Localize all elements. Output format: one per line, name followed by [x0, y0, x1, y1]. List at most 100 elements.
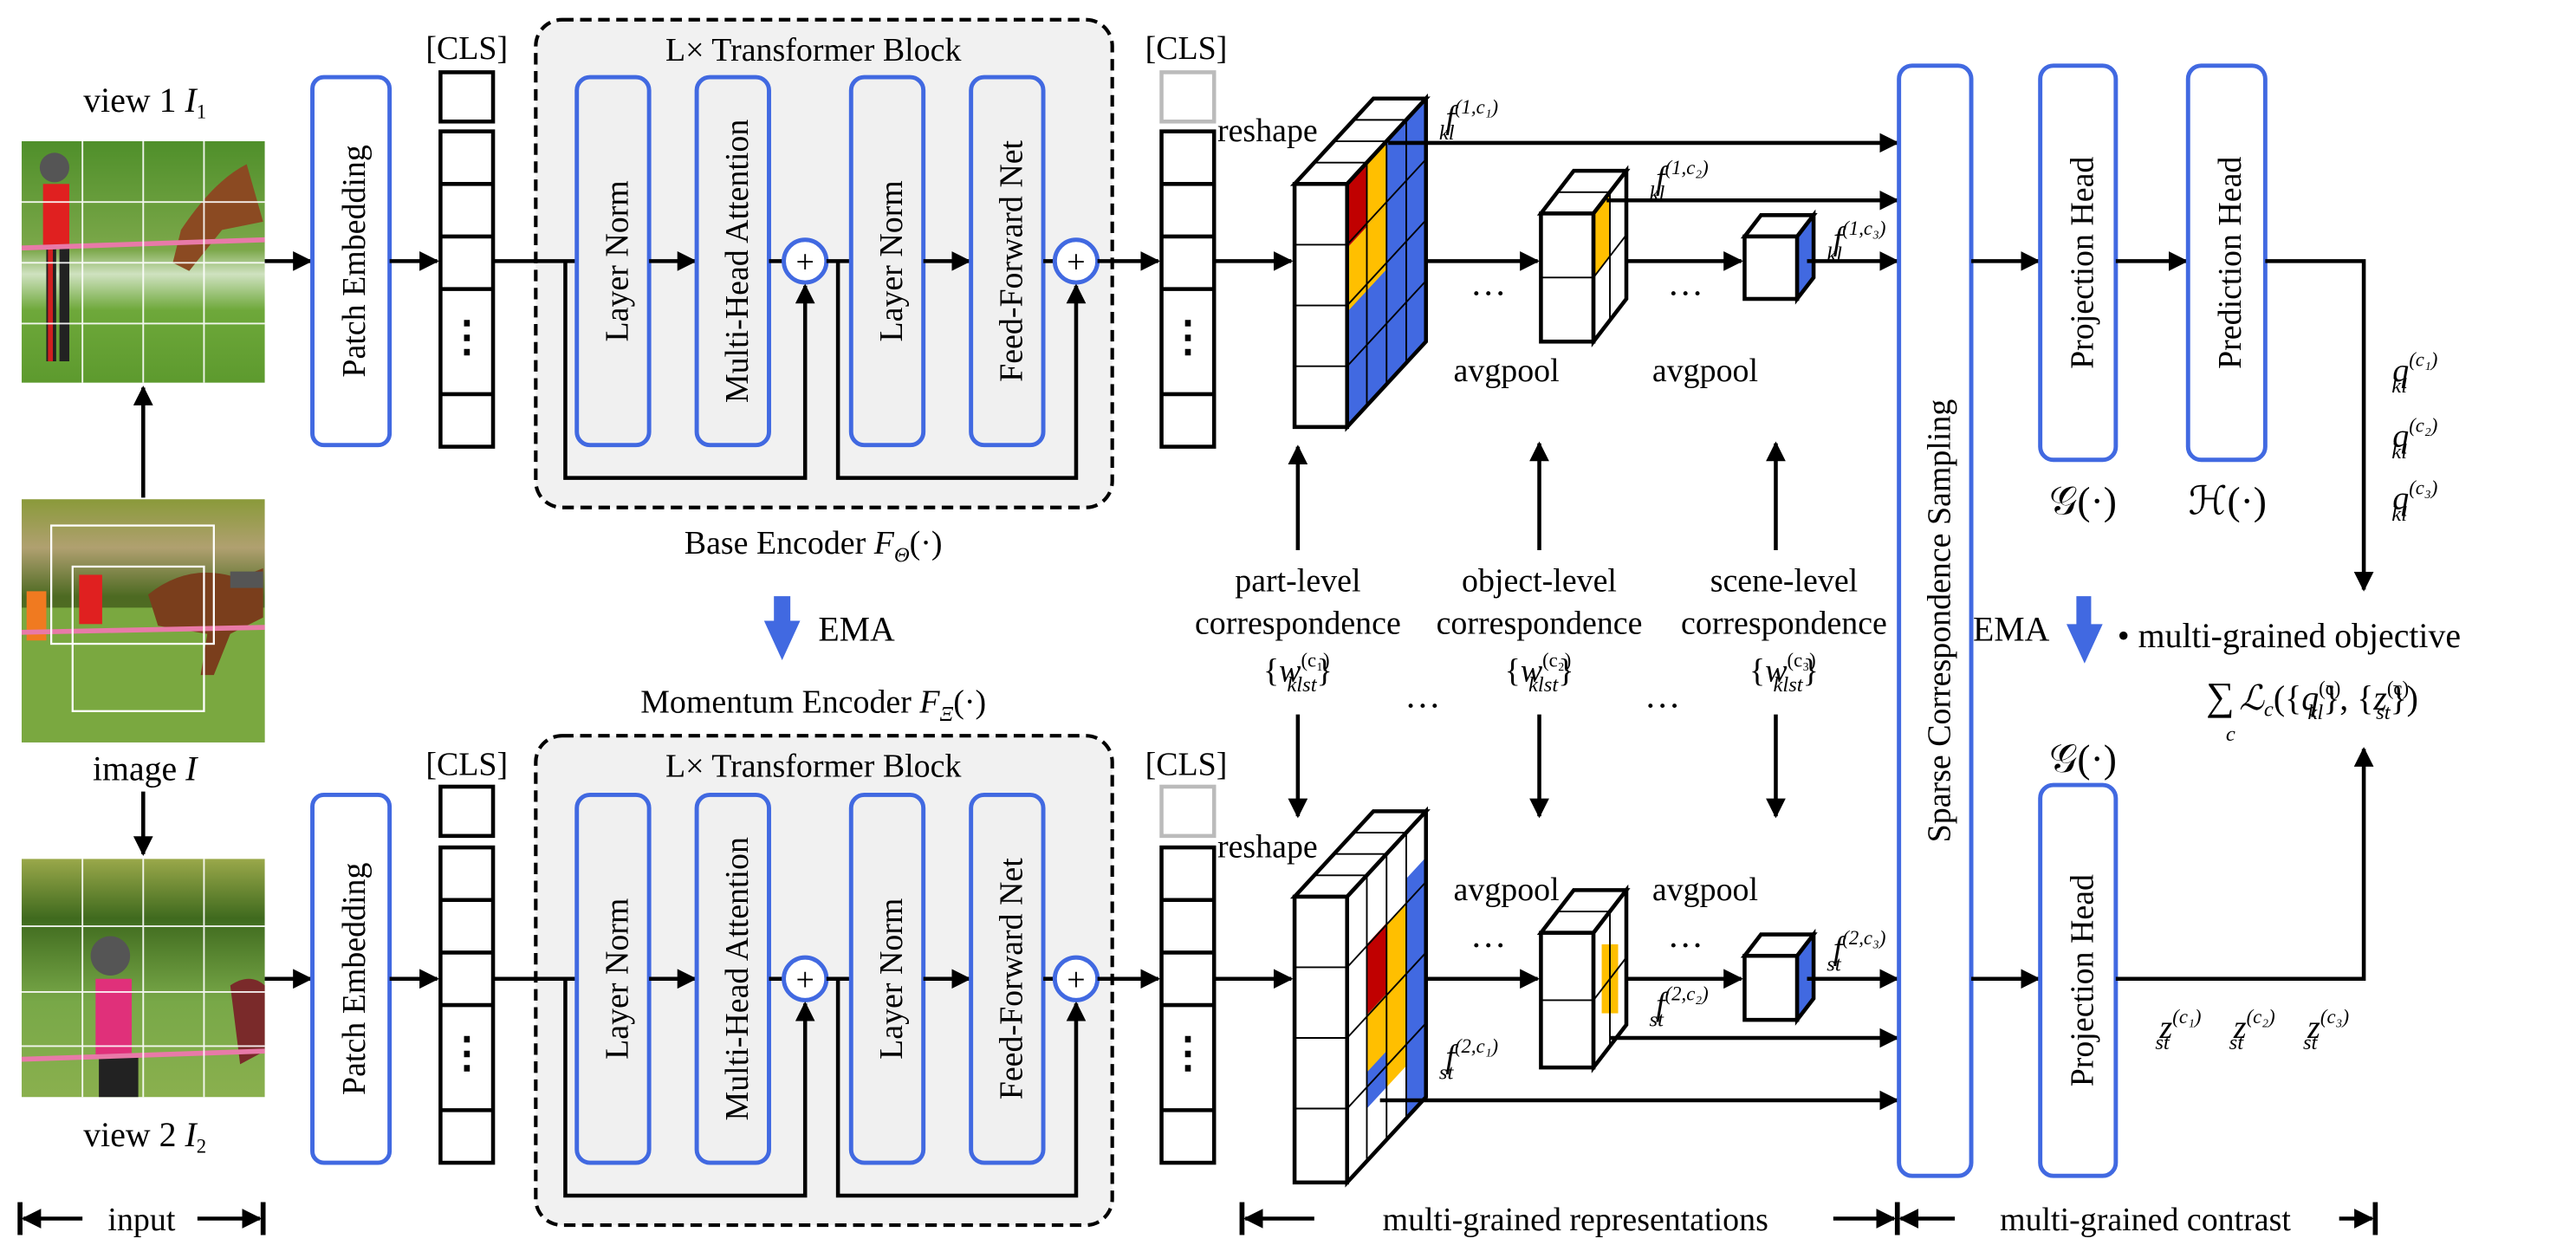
svg-text:[CLS]: [CLS] [425, 747, 508, 783]
patch-embedding-bottom: Patch Embedding [310, 792, 393, 1165]
svg-text:part-level: part-level [1235, 562, 1360, 599]
prediction-head: Prediction Head [2185, 63, 2268, 463]
residual-add-1 [782, 237, 829, 285]
cls-token-out [1159, 70, 1217, 124]
svg-text:Layer Norm: Layer Norm [873, 898, 910, 1060]
image-label: image I [93, 749, 198, 788]
span-contrast: multi-grained contrast [1898, 1202, 2378, 1238]
view2-image [21, 859, 265, 1098]
feature-top-c2: f(1,c₂)kl [1650, 157, 1709, 205]
span-input: input [17, 1202, 266, 1238]
svg-text:L× Transformer Block: L× Transformer Block [665, 749, 961, 785]
svg-text:Layer Norm: Layer Norm [599, 898, 635, 1060]
svg-text:object-level: object-level [1462, 562, 1617, 599]
svg-text:···: ··· [1667, 926, 1703, 966]
transformer-block-title: L× Transformer Block [665, 32, 961, 68]
cls-label-out: [CLS] [1145, 30, 1228, 67]
h-func: ℋ(·) [2189, 478, 2267, 522]
svg-text:correspondence: correspondence [1195, 606, 1401, 642]
view1-label: view 1 I1 [83, 81, 206, 123]
svg-text:⋮: ⋮ [1166, 1029, 1209, 1077]
svg-text:q(c₂)kl: q(c₂)kl [2391, 415, 2437, 464]
feature-bottom-c1: f(2,c₁)st [1439, 1035, 1498, 1084]
svg-text:q(c₁)kl: q(c₁)kl [2391, 349, 2437, 398]
svg-text:···: ··· [1667, 275, 1703, 314]
g-func-top: 𝒢(·) [2049, 478, 2117, 522]
token-sequence-out-bottom: ⋮ [1159, 784, 1217, 1165]
svg-text:z(c₁)st: z(c₁)st [2155, 1006, 2201, 1054]
base-encoder-block: L× Transformer Block Layer Norm Multi-He… [493, 17, 1114, 509]
token-sequence-in-top: ⋮ [438, 70, 496, 449]
top-feature-pyramid: f(1,c₁)kl ··· f(1,c₂)kl ··· f(1,c₃)kl av… [1289, 93, 1900, 432]
svg-text:Projection Head: Projection Head [2064, 874, 2100, 1086]
sparse-correspondence-sampling: Sparse Correspondence Sampling [1897, 63, 1974, 1178]
cls-token [438, 70, 496, 124]
reshape-label-bottom: reshape [1217, 828, 1318, 865]
svg-text:···: ··· [1645, 686, 1681, 726]
correspondence-section: part-level correspondence {w(c₁)klst} ob… [1195, 441, 1887, 819]
view1-image [21, 141, 265, 383]
svg-text:Projection Head: Projection Head [2064, 157, 2100, 369]
svg-text:q(c₃)kl: q(c₃)kl [2391, 477, 2437, 526]
projection-head-top: Projection Head [2038, 63, 2119, 463]
avgpool-top-2: avgpool [1652, 353, 1758, 389]
svg-text:input: input [107, 1202, 175, 1238]
object-level-correspondence: object-level correspondence {w(c₂)klst} [1437, 562, 1643, 697]
source-image [21, 499, 265, 742]
cls-label: [CLS] [425, 30, 508, 67]
patch-embedding-top: Patch Embedding [310, 75, 393, 448]
svg-text:multi-grained representations: multi-grained representations [1383, 1202, 1768, 1238]
avgpool-bottom-1: avgpool [1454, 872, 1560, 908]
svg-text:EMA: EMA [1973, 610, 2050, 648]
base-encoder-caption: Base Encoder FΘ(·) [685, 525, 943, 567]
bottom-feature-pyramid: f(2,c₁)st ··· f(2,c₂)st ··· f(2,c₃)st av… [1289, 806, 1900, 1188]
svg-text:···: ··· [1405, 686, 1441, 726]
svg-text:Prediction Head: Prediction Head [2212, 157, 2248, 369]
svg-text:Patch Embedding: Patch Embedding [336, 862, 373, 1095]
part-level-correspondence: part-level correspondence {w(c₁)klst} [1195, 562, 1401, 697]
momentum-branch: Patch Embedding [CLS] ⋮ L× Transformer B… [264, 734, 1318, 1228]
svg-text:+: + [796, 244, 814, 281]
avgpool-bottom-2: avgpool [1652, 872, 1758, 908]
svg-text:+: + [1067, 962, 1085, 998]
ema-arrow-icon [763, 596, 801, 661]
svg-text:Layer Norm: Layer Norm [599, 180, 635, 341]
feature-top-c1: f(1,c₁)kl [1439, 96, 1498, 145]
view2-label: view 2 I2 [83, 1116, 206, 1157]
momentum-encoder-block: L× Transformer Block Layer Norm Multi-He… [493, 734, 1114, 1228]
svg-text:correspondence: correspondence [1437, 606, 1643, 642]
svg-text:EMA: EMA [818, 610, 895, 648]
ema-heads-arrow-icon [2066, 596, 2103, 664]
svg-text:correspondence: correspondence [1681, 606, 1887, 642]
objective: • multi-grained objective ∑ℒc({q(c)kl}, … [2118, 617, 2461, 746]
svg-text:z(c₃)st: z(c₃)st [2303, 1006, 2349, 1054]
input-column: view 1 I1 image I [21, 81, 265, 1157]
span-representations: multi-grained representations [1239, 1202, 1900, 1238]
svg-text:+: + [1067, 244, 1085, 281]
projection-head-bottom: Projection Head [2038, 782, 2119, 1178]
svg-text:···: ··· [1470, 926, 1507, 966]
svg-text:Feed-Forward Net: Feed-Forward Net [993, 858, 1029, 1099]
reshape-label-top: reshape [1217, 113, 1318, 149]
feature-map-medium-top [1536, 165, 1631, 347]
svg-text:multi-grained contrast: multi-grained contrast [2000, 1202, 2291, 1238]
objective-title: • multi-grained objective [2118, 617, 2461, 655]
avgpool-top-1: avgpool [1454, 353, 1560, 389]
svg-text:Feed-Forward Net: Feed-Forward Net [993, 139, 1029, 381]
feature-bottom-c3: f(2,c₃)st [1827, 927, 1885, 976]
g-func-bottom: 𝒢(·) [2049, 736, 2117, 781]
scene-level-correspondence: scene-level correspondence {w(c₃)klst} [1681, 562, 1887, 697]
feature-map-large-bottom [1289, 806, 1431, 1188]
svg-text:{w(c₃)klst}: {w(c₃)klst} [1749, 650, 1819, 697]
svg-text:⋮: ⋮ [445, 1029, 488, 1077]
svg-text:{w(c₁)klst}: {w(c₁)klst} [1263, 650, 1333, 697]
q-outputs: q(c₁)kl q(c₂)kl q(c₃)kl [2391, 349, 2437, 526]
svg-text:+: + [796, 962, 814, 998]
svg-text:c: c [2226, 723, 2235, 746]
svg-text:{w(c₂)klst}: {w(c₂)klst} [1505, 650, 1574, 697]
svg-text:Layer Norm: Layer Norm [873, 180, 910, 341]
svg-text:···: ··· [1470, 275, 1507, 314]
objective-formula: ∑ℒc({q(c)kl}, {z(c)st}) [2206, 674, 2418, 724]
svg-text:Patch Embedding: Patch Embedding [336, 145, 373, 378]
